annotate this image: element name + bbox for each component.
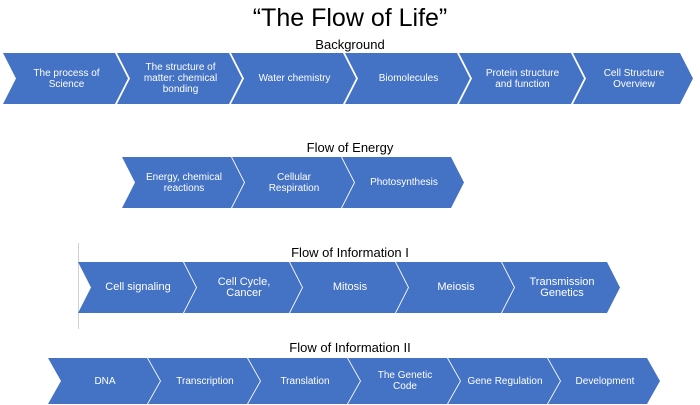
chevron-gene-regulation: Gene Regulation	[448, 358, 560, 404]
chevron-cell-structure-overview: Cell Structure Overview	[573, 53, 693, 104]
chevron-biomolecules: Biomolecules	[345, 53, 470, 104]
chevron-meiosis: Meiosis	[396, 262, 514, 313]
chevron-transmission-genetics: Transmission Genetics	[502, 262, 620, 313]
chevron-dna: DNA	[48, 358, 160, 404]
chevron-cell-signaling: Cell signaling	[78, 262, 196, 313]
section-label-background: Background	[315, 37, 385, 52]
section-label-flow-of-information-2: Flow of Information II	[289, 340, 411, 355]
chevron-cellular-respiration: Cellular Respiration	[232, 157, 354, 208]
section-label-flow-of-information-1: Flow of Information I	[291, 245, 409, 260]
chevron-transcription: Transcription	[148, 358, 260, 404]
chevron-water-chemistry: Water chemistry	[231, 53, 356, 104]
chevron-development: Development	[548, 358, 660, 404]
chevron-structure-of-matter: The structure of matter: chemical bondin…	[117, 53, 242, 104]
diagram-title: “The Flow of Life”	[252, 4, 448, 32]
chevron-protein-structure: Protein structure and function	[459, 53, 584, 104]
chevron-photosynthesis: Photosynthesis	[342, 157, 464, 208]
chevron-process-of-science: The process of Science	[3, 53, 128, 104]
section-label-flow-of-energy: Flow of Energy	[306, 140, 394, 155]
chevron-translation: Translation	[248, 358, 360, 404]
chevron-mitosis: Mitosis	[290, 262, 408, 313]
chevron-energy-chemical-reactions: Energy, chemical reactions	[122, 157, 244, 208]
divider-line	[78, 243, 79, 329]
chevron-cell-cycle-cancer: Cell Cycle, Cancer	[184, 262, 302, 313]
chevron-genetic-code: The Genetic Code	[348, 358, 460, 404]
